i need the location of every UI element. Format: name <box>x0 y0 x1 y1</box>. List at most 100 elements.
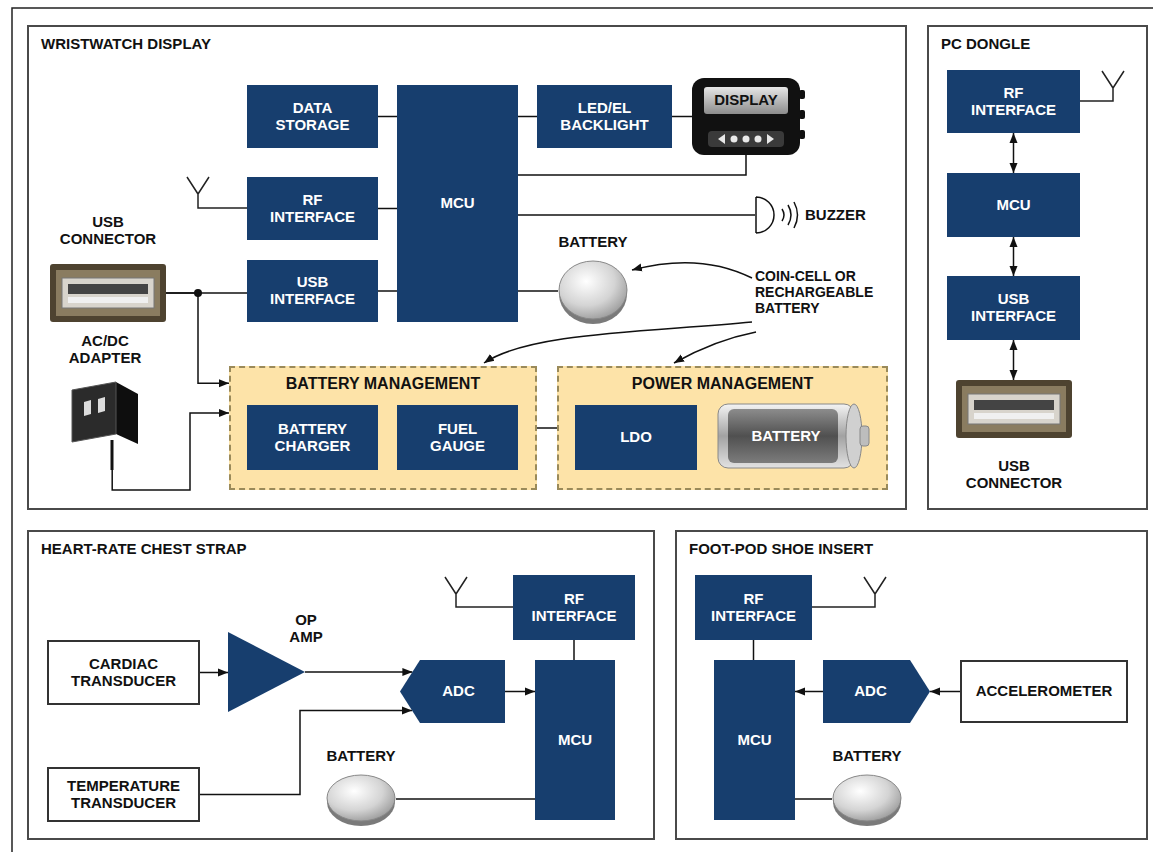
page-frame <box>12 8 1153 852</box>
block-label: ACCELEROMETER <box>976 683 1113 700</box>
function-block: FUEL GAUGE <box>397 405 518 470</box>
connector <box>166 293 229 383</box>
block-label: BATTERY <box>558 234 627 251</box>
block-label: LDO <box>620 429 652 446</box>
device-panel: RF INTERFACE MCU USB INTERFACE USB CONNECTO… <box>927 25 1148 510</box>
connector <box>378 116 397 118</box>
block-label: OP AMP <box>280 612 332 646</box>
ac-dc-adapter: AC/DC ADAPTER <box>58 333 152 470</box>
connector <box>200 672 228 674</box>
function-block: RF INTERFACE <box>695 575 812 640</box>
group-box: BATTERY CHARGER FUEL GAUGE BATTERY MANAGEM… <box>229 366 537 490</box>
leader-arrow <box>484 322 752 363</box>
block-label: MCU <box>996 197 1030 214</box>
buzzer: BUZZER <box>755 193 895 237</box>
connector <box>1013 237 1015 276</box>
block-label: BATTERY <box>832 748 901 765</box>
coin-cell: BATTERY <box>828 748 906 826</box>
group-box: LDO BATTERY POWER MANAGEMENT <box>557 366 888 490</box>
function-block: DATA STORAGE <box>247 85 378 148</box>
antenna-symbol <box>445 577 513 607</box>
device-panel: DATA STORAGE MCU LED/EL BACKLIGHT DISPLAY RF… <box>27 25 907 510</box>
sensor-block: CARDIAC TRANSDUCER <box>47 640 200 705</box>
sensor-block: TEMPERATURE TRANSDUCER <box>47 767 200 822</box>
adapter-drawing <box>60 374 150 470</box>
connector <box>753 640 755 660</box>
usb-connector: USB CONNECTOR <box>952 380 1076 492</box>
block-label: FUEL GAUGE <box>418 421 498 455</box>
block-label: ADC <box>854 683 887 700</box>
group-title: BATTERY MANAGEMENT <box>231 375 535 393</box>
usb-connector-drawing <box>956 380 1072 438</box>
coin-cell: BATTERY <box>556 234 630 324</box>
function-block: BATTERY CHARGER <box>247 405 378 470</box>
function-block: USB INTERFACE <box>247 260 378 322</box>
function-block: LDO <box>575 405 697 470</box>
lcd-display: DISPLAY <box>692 78 800 155</box>
buzzer-symbol <box>755 193 799 237</box>
group-title: POWER MANAGEMENT <box>559 375 886 393</box>
function-block: MCU <box>397 85 518 322</box>
connector <box>930 691 960 693</box>
antenna-symbol <box>1080 71 1124 101</box>
panel-title: HEART-RATE CHEST STRAP <box>41 541 641 558</box>
function-block: LED/EL BACKLIGHT <box>537 85 672 148</box>
panel-title: PC DONGLE <box>941 36 1134 53</box>
block-label: BATTERY <box>751 428 820 445</box>
connector <box>518 155 746 175</box>
connector <box>537 427 557 429</box>
connector <box>795 798 832 800</box>
function-block: USB INTERFACE <box>947 276 1080 340</box>
coin-cell: BATTERY <box>322 748 400 826</box>
coin-cell-drawing <box>558 258 628 324</box>
block-label: TEMPERATURE TRANSDUCER <box>56 778 191 812</box>
function-block: MCU <box>714 660 795 820</box>
connector <box>378 290 397 292</box>
block-label: MCU <box>558 732 592 749</box>
function-block: MCU <box>947 173 1080 237</box>
connector <box>573 640 575 660</box>
block-label: AC/DC ADAPTER <box>58 333 153 367</box>
connector <box>305 671 412 673</box>
sensor-block: ACCELEROMETER <box>960 660 1128 723</box>
block-label: MCU <box>440 195 474 212</box>
connector <box>795 691 823 693</box>
block-label: USB CONNECTOR <box>53 214 163 248</box>
device-panel: CARDIAC TRANSDUCER OP AMP ADC RF INTERFACE M… <box>27 530 655 840</box>
battery-cell: BATTERY <box>714 400 872 472</box>
panel-title: FOOT-POD SHOE INSERT <box>689 541 1134 558</box>
block-label: DATA STORAGE <box>265 100 360 134</box>
block-label: USB INTERFACE <box>263 274 363 308</box>
usb-connector: USB CONNECTOR <box>46 214 170 322</box>
connector <box>518 290 558 292</box>
block-label: RF INTERFACE <box>524 591 624 625</box>
device-panel: RF INTERFACE MCU ADC ACCELEROMETER BATTERY FO… <box>675 530 1148 840</box>
callout-note: COIN-CELL OR RECHARGEABLE BATTERY <box>755 268 897 316</box>
callout-note: COIN-CELL OR RECHARGEABLE BATTERY <box>755 268 897 316</box>
adc-block: ADC <box>400 660 505 723</box>
connector <box>396 798 535 800</box>
panel-title: WRISTWATCH DISPLAY <box>41 36 893 53</box>
connector <box>672 116 692 118</box>
block-label: BATTERY <box>326 748 395 765</box>
function-block: RF INTERFACE <box>247 177 378 240</box>
function-block: RF INTERFACE <box>513 575 635 640</box>
block-label: BATTERY CHARGER <box>263 421 363 455</box>
antenna-symbol <box>187 177 247 208</box>
block-label: RF INTERFACE <box>263 192 363 226</box>
coin-cell-drawing <box>326 772 396 826</box>
connector <box>1013 340 1015 380</box>
block-label: USB INTERFACE <box>964 291 1064 325</box>
connector <box>518 214 755 216</box>
antenna-symbols <box>187 71 1124 607</box>
connector <box>505 691 535 693</box>
function-block: RF INTERFACE <box>947 70 1080 133</box>
connector <box>378 208 397 210</box>
connector <box>518 116 537 118</box>
coin-cell-drawing <box>832 772 902 826</box>
function-block: MCU <box>535 660 615 820</box>
usb-connector-drawing <box>50 264 166 322</box>
connector <box>1013 133 1015 173</box>
